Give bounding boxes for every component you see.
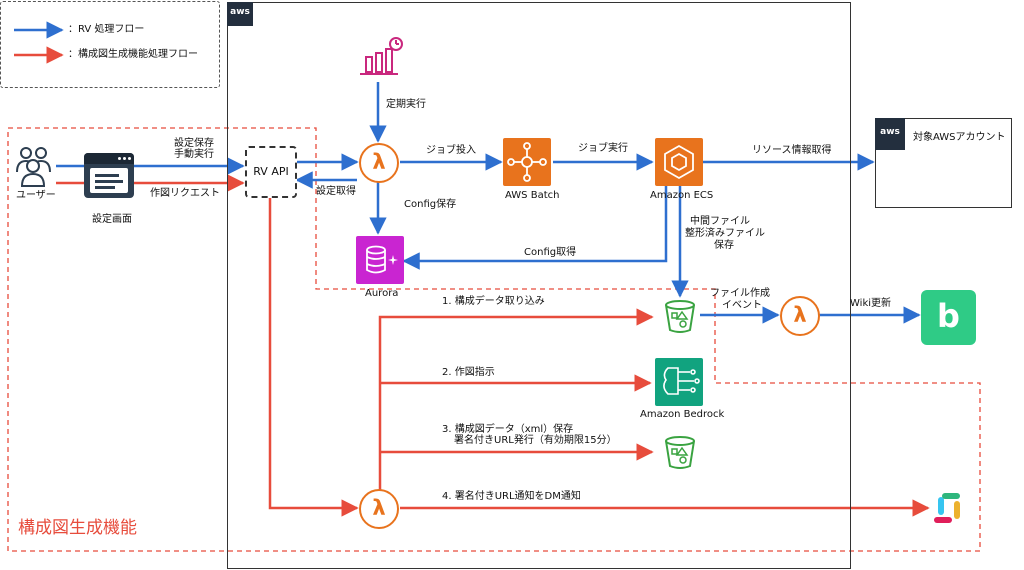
- edge-label-wiki-update: Wiki更新: [850, 298, 892, 309]
- target-account-aws-logo: aws: [875, 118, 905, 150]
- browser-window-icon: [84, 153, 134, 198]
- target-account-label: 対象AWSアカウント: [913, 132, 1006, 143]
- edge-ecs-to-aurora: [402, 186, 668, 270]
- edge-label-file-event-1: ファイル作成: [710, 288, 770, 299]
- amazon-ecs-icon: [655, 138, 703, 186]
- edge-label-step4: 4. 署名付きURL通知をDM通知: [442, 491, 581, 502]
- edge-label-resource-get: リソース情報取得: [752, 145, 832, 156]
- legend: [0, 1, 220, 88]
- amazon-ecs-label: Amazon ECS: [650, 190, 714, 201]
- edge-label-save: 設定保存: [174, 138, 214, 149]
- edge-label-file-event-2: イベント: [722, 300, 762, 311]
- users-icon: [16, 147, 51, 187]
- edge-label-step3-2: 署名付きURL発行（有効期限15分）: [454, 435, 617, 446]
- lambda-icon: λ: [359, 489, 399, 529]
- settings-screen-label: 設定画面: [92, 214, 132, 225]
- scheduler-icon: [360, 37, 403, 75]
- edge-label-draw-request: 作図リクエスト: [150, 188, 220, 199]
- edge-rvapi-to-lambda2: [268, 196, 359, 517]
- aws-batch-label: AWS Batch: [505, 190, 560, 201]
- aurora-icon: [356, 236, 404, 284]
- edge-label-get-settings: 設定取得: [316, 186, 356, 197]
- aws-logo: aws: [227, 2, 253, 26]
- edge-label-scheduled: 定期実行: [386, 99, 426, 110]
- aws-batch-icon: [503, 138, 551, 186]
- slack-icon: [934, 493, 960, 523]
- edge-label-intermediate-2: 整形済みファイル: [685, 228, 765, 239]
- lambda-icon: λ: [359, 143, 399, 183]
- rv-api-node: RV API: [245, 146, 297, 198]
- edge-label-intermediate-1: 中間ファイル: [690, 216, 750, 227]
- feature-title: 構成図生成機能: [18, 518, 137, 538]
- edge-label-intermediate-3: 保存: [714, 240, 734, 251]
- legend-rv-flow-label: ：RV 処理フロー: [68, 24, 145, 35]
- edge-label-config-save: Config保存: [404, 199, 457, 210]
- edge-label-step3-1: 3. 構成図データ（xml）保存: [442, 424, 574, 435]
- s3-bucket-icon: [665, 300, 695, 333]
- edge-step1: [378, 308, 654, 490]
- edge-label-job-exec: ジョブ実行: [578, 143, 628, 154]
- bedrock-icon: [655, 358, 703, 406]
- edge-label-job-submit: ジョブ投入: [426, 145, 476, 156]
- bedrock-label: Amazon Bedrock: [640, 409, 725, 420]
- legend-diagram-flow-label: ：構成図生成機能処理フロー: [68, 49, 198, 60]
- edge-label-config-get: Config取得: [524, 247, 577, 258]
- aws-cloud-frame: [227, 2, 851, 569]
- feature-boundary: [7, 127, 981, 552]
- aurora-label: Aurora: [365, 288, 399, 299]
- user-label: ユーザー: [16, 190, 56, 201]
- edge-label-step1: 1. 構成データ取り込み: [442, 296, 545, 307]
- wiki-icon: b: [921, 290, 976, 345]
- edge-label-step2: 2. 作図指示: [442, 367, 495, 378]
- s3-bucket-icon: [665, 436, 695, 469]
- edge-label-manual: 手動実行: [174, 149, 214, 160]
- lambda-icon: λ: [780, 296, 820, 336]
